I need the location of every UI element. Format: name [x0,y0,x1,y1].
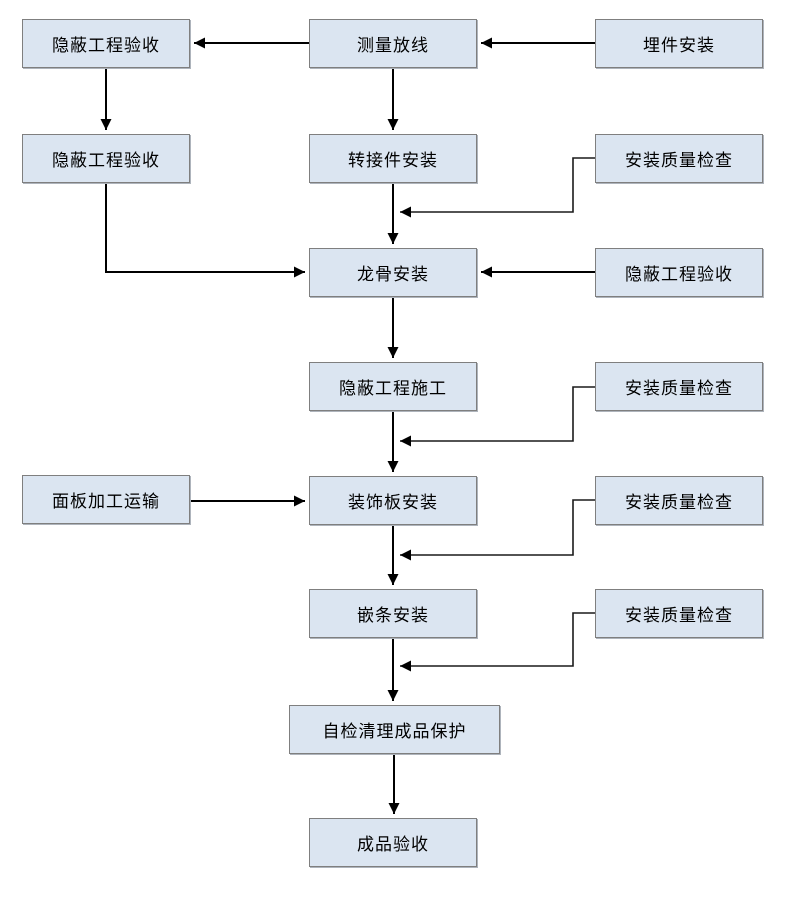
flow-box-self-check-cleanup-protection: 自检清理成品保护 [289,705,500,754]
flow-box-finished-product-acceptance: 成品验收 [309,818,477,867]
flow-box-adapter-install: 转接件安装 [309,134,477,183]
flow-box-embed-parts-install: 埋件安装 [595,19,763,68]
arrow-hidden2-to-keel [105,183,305,278]
flow-box-hidden-works-acceptance-1: 隐蔽工程验收 [22,19,190,68]
flow-box-install-quality-check-1: 安装质量检查 [595,134,763,183]
flow-box-trim-strip-install: 嵌条安装 [309,589,477,638]
flow-box-hidden-works-construction: 隐蔽工程施工 [309,362,477,411]
flow-box-install-quality-check-2: 安装质量检查 [595,362,763,411]
flow-box-measure-layout: 测量放线 [309,19,477,68]
flow-box-install-quality-check-4: 安装质量检查 [595,589,763,638]
flow-box-install-quality-check-3: 安装质量检查 [595,476,763,525]
flow-box-hidden-works-acceptance-3: 隐蔽工程验收 [595,248,763,297]
flow-box-keel-install: 龙骨安装 [309,248,477,297]
flow-box-hidden-works-acceptance-2: 隐蔽工程验收 [22,134,190,183]
flow-box-panel-processing-transport: 面板加工运输 [22,475,190,524]
flow-box-decorative-panel-install: 装饰板安装 [309,476,477,525]
